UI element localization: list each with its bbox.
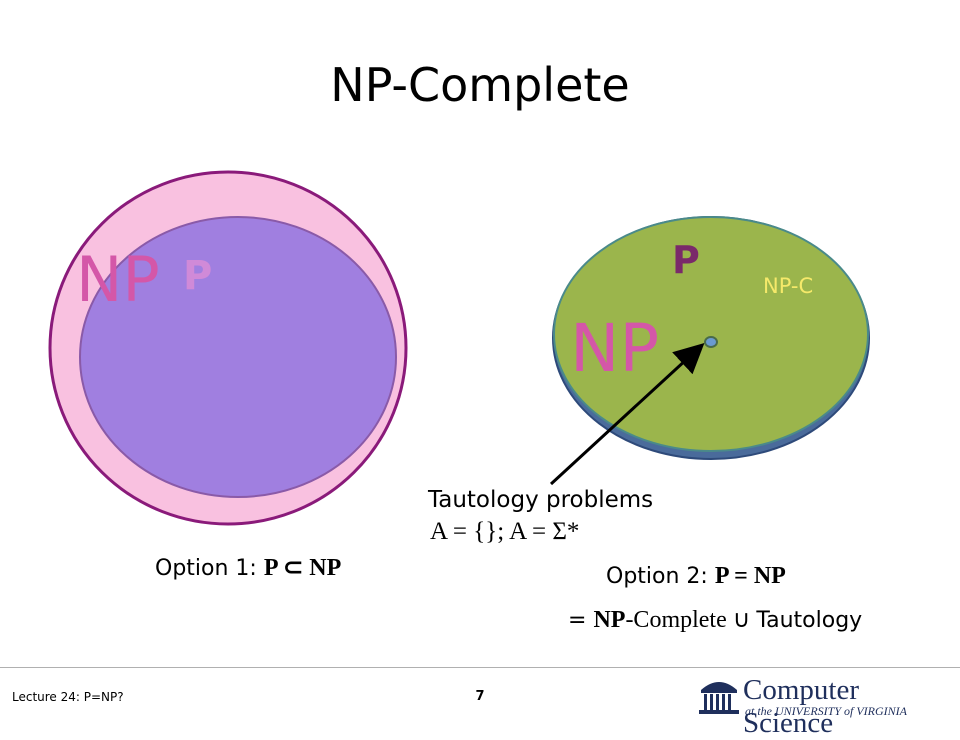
tautology-label: Tautology problems bbox=[428, 487, 654, 513]
rotunda-icon bbox=[699, 682, 739, 714]
p-set-ellipse bbox=[79, 216, 397, 498]
np-label-option1: NP bbox=[76, 243, 160, 316]
equals-tautology: Tautology bbox=[756, 608, 863, 633]
equals-np: NP bbox=[593, 607, 626, 633]
tautology-math: A = {}; A = Σ* bbox=[430, 518, 580, 545]
option1-caption: Option 1: P ⊂ NP bbox=[155, 553, 341, 582]
page-number: 7 bbox=[475, 689, 485, 704]
logo-subtitle: at the UNIVERSITY of VIRGINIA bbox=[745, 704, 907, 718]
npc-label: NP-C bbox=[763, 274, 814, 298]
p-equals-np-ellipse bbox=[553, 216, 869, 452]
tautology-arrow bbox=[549, 342, 705, 486]
equals-complete: -Complete ∪ bbox=[625, 607, 757, 633]
p-label-option2: P bbox=[672, 238, 700, 282]
option1-caption-prefix: Option 1: bbox=[155, 556, 264, 581]
cs-uva-logo: Computer Science at the UNIVERSITY of VI… bbox=[697, 672, 947, 739]
np-label-option2: NP bbox=[570, 310, 660, 387]
p-label-option1: P bbox=[183, 253, 213, 299]
option1-caption-math: P ⊂ NP bbox=[263, 555, 342, 581]
option2-caption-math: P = NP bbox=[714, 563, 786, 589]
footer-lecture-title: Lecture 24: P=NP? bbox=[12, 690, 124, 704]
tautology-point bbox=[704, 336, 718, 348]
equals-prefix: = bbox=[568, 608, 594, 633]
complexity-diagram bbox=[48, 170, 870, 526]
option2-caption-prefix: Option 2: bbox=[606, 564, 715, 589]
slide-title: NP-Complete bbox=[330, 58, 630, 112]
np-complete-union-tautology: = NP-Complete ∪ Tautology bbox=[568, 605, 862, 634]
option2-caption: Option 2: P = NP bbox=[606, 563, 786, 590]
footer-divider bbox=[0, 667, 960, 668]
